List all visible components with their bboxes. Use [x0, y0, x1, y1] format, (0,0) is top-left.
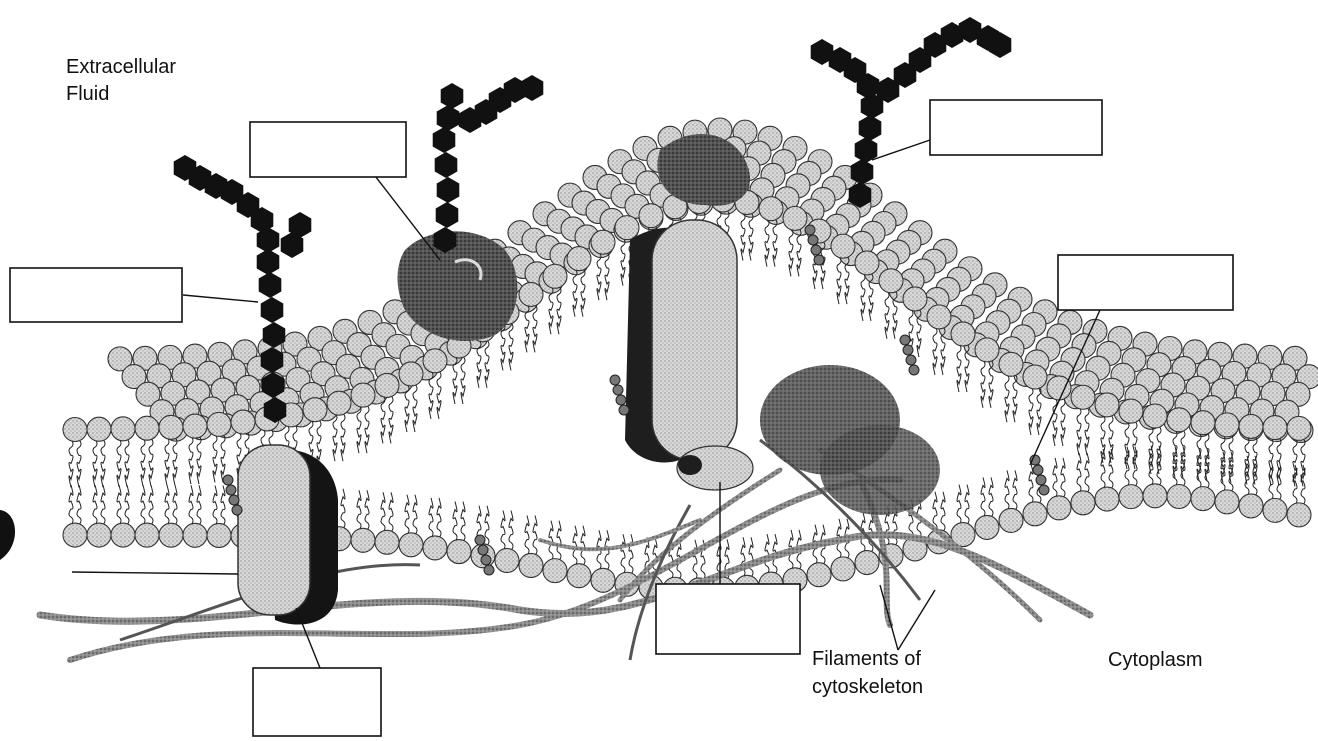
- phospholipid-head: [1119, 399, 1143, 423]
- phospholipid-head: [519, 282, 543, 306]
- phospholipid-head: [1071, 385, 1095, 409]
- phospholipid-head: [1263, 498, 1287, 522]
- cholesterol-molecule: [1030, 455, 1049, 495]
- phospholipid-head: [207, 523, 231, 547]
- phospholipid-head: [831, 234, 855, 258]
- phospholipid-head: [639, 204, 663, 228]
- phospholipid-head: [1119, 485, 1143, 509]
- phospholipid-head: [543, 264, 567, 288]
- phospholipid-head: [183, 414, 207, 438]
- phospholipid-head: [63, 418, 87, 442]
- phospholipid-head: [1191, 411, 1215, 435]
- phospholipid-head: [543, 559, 567, 583]
- phospholipid-head: [1023, 365, 1047, 389]
- phospholipid-head: [423, 536, 447, 560]
- phospholipid-head: [783, 206, 807, 230]
- answer-box-2[interactable]: [10, 268, 182, 322]
- phospholipid-head: [567, 564, 591, 588]
- phospholipid-head: [1167, 408, 1191, 432]
- phospholipid-head: [399, 533, 423, 557]
- phospholipid-head: [351, 383, 375, 407]
- phospholipid-head: [159, 415, 183, 439]
- phospholipid-head: [1287, 503, 1311, 527]
- phospholipid-head: [351, 528, 375, 552]
- phospholipid-head: [1239, 494, 1263, 518]
- phospholipid-head: [375, 530, 399, 554]
- phospholipid-head: [1047, 496, 1071, 520]
- extracellular-label-line2: Fluid: [66, 83, 109, 105]
- filaments-label-line2: cytoskeleton: [812, 676, 923, 698]
- phospholipid-head: [615, 216, 639, 240]
- cytoskeleton-protein-cluster: [760, 365, 940, 515]
- phospholipid-head: [975, 338, 999, 362]
- phospholipid-head: [903, 287, 927, 311]
- phospholipid-head: [111, 417, 135, 441]
- phospholipid-head: [759, 197, 783, 221]
- phospholipid-head: [63, 523, 87, 547]
- phospholipid-head: [951, 322, 975, 346]
- answer-box-1[interactable]: [250, 122, 406, 177]
- phospholipid-head: [231, 410, 255, 434]
- extracellular-label-line1: Extracellular: [66, 56, 176, 78]
- answer-box-5[interactable]: [656, 584, 800, 654]
- phospholipid-head: [1071, 491, 1095, 515]
- phospholipid-head: [831, 557, 855, 581]
- phospholipid-head: [183, 523, 207, 547]
- integral-protein-left: [238, 445, 338, 625]
- phospholipid-head: [423, 349, 447, 373]
- phospholipid-head: [159, 523, 183, 547]
- phospholipid-head: [1215, 490, 1239, 514]
- phospholipid-head: [135, 523, 159, 547]
- phospholipid-head: [591, 230, 615, 254]
- phospholipid-head: [1143, 404, 1167, 428]
- phospholipid-head: [1167, 485, 1191, 509]
- phospholipid-head: [1215, 413, 1239, 437]
- phospholipid-head: [303, 398, 327, 422]
- phospholipid-head: [447, 540, 471, 564]
- phospholipid-head: [1263, 416, 1287, 440]
- answer-box-4[interactable]: [1058, 255, 1233, 310]
- phospholipid-head: [927, 305, 951, 329]
- phospholipid-head: [1023, 502, 1047, 526]
- phospholipid-head: [1239, 414, 1263, 438]
- phospholipid-head: [879, 269, 903, 293]
- phospholipid-head: [975, 515, 999, 539]
- phospholipid-head: [375, 373, 399, 397]
- answer-box-6[interactable]: [253, 668, 381, 736]
- answer-box-3[interactable]: [930, 100, 1102, 155]
- phospholipid-head: [399, 362, 423, 386]
- phospholipid-head: [87, 417, 111, 441]
- phospholipid-head: [135, 416, 159, 440]
- phospholipid-head: [1095, 487, 1119, 511]
- phospholipid-head: [87, 523, 111, 547]
- phospholipid-head: [1047, 376, 1071, 400]
- phospholipid-head: [1287, 416, 1311, 440]
- phospholipid-head: [207, 412, 231, 436]
- phospholipid-head: [111, 523, 135, 547]
- cholesterol-molecule: [900, 335, 919, 375]
- phospholipid-head: [1143, 484, 1167, 508]
- edge-artifact: [0, 510, 15, 560]
- phospholipid-head: [495, 548, 519, 572]
- phospholipid-head: [855, 251, 879, 275]
- phospholipid-head: [1191, 487, 1215, 511]
- phospholipid-head: [1095, 393, 1119, 417]
- phospholipid-head: [591, 568, 615, 592]
- phospholipid-head: [327, 391, 351, 415]
- cytoplasm-label: Cytoplasm: [1108, 649, 1202, 671]
- phospholipid-head: [999, 508, 1023, 532]
- phospholipid-head: [519, 553, 543, 577]
- filaments-label-line1: Filaments of: [812, 648, 921, 670]
- phospholipid-head: [999, 352, 1023, 376]
- integral-protein-center: [625, 220, 753, 490]
- phospholipid-head: [855, 551, 879, 575]
- phospholipid-head: [567, 247, 591, 271]
- phospholipid-head: [807, 563, 831, 587]
